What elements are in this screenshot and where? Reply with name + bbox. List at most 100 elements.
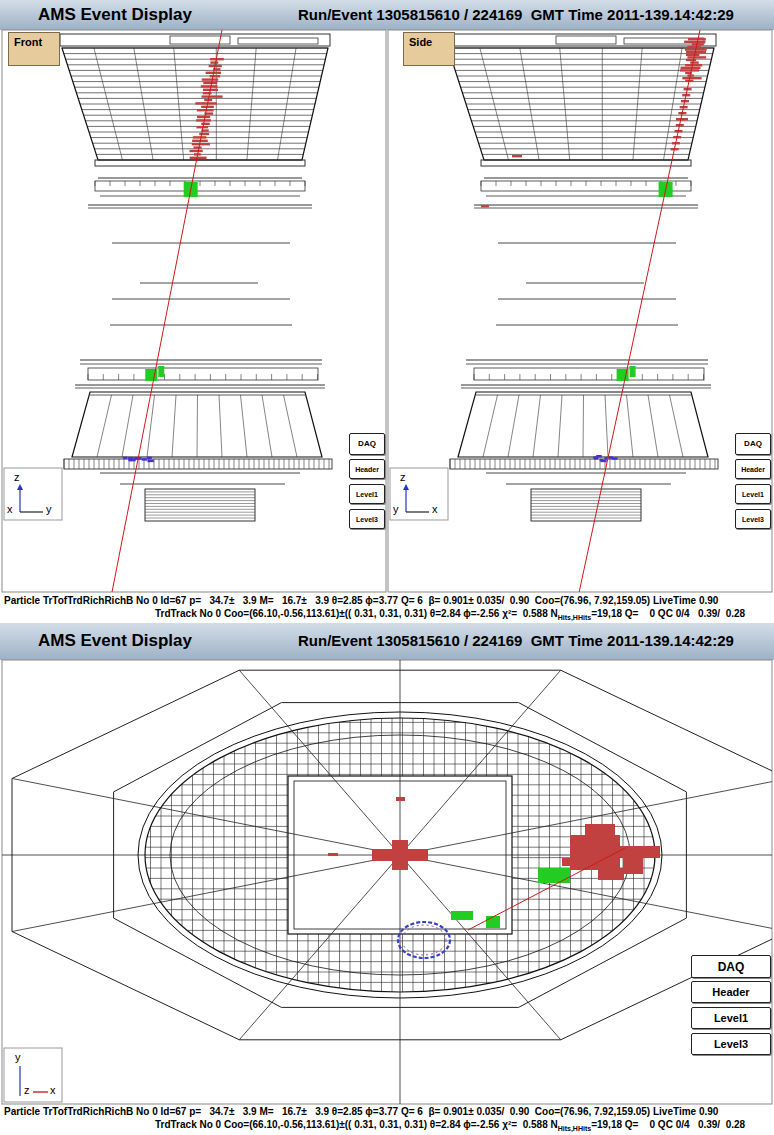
tof-tick <box>230 181 231 186</box>
tof-tick <box>535 374 536 380</box>
button-label: DAQ <box>744 440 762 448</box>
pmt-tick <box>89 459 90 469</box>
radial-line <box>239 670 400 855</box>
tof-line <box>80 359 322 360</box>
menu-button: Header <box>735 459 771 479</box>
trd-layer <box>455 70 709 71</box>
trd-hit <box>688 38 706 40</box>
pmt-tick <box>455 459 456 469</box>
trd-hit <box>585 824 615 836</box>
rich-divider <box>97 395 112 457</box>
menu-button: Level3 <box>349 509 385 529</box>
tof-strip <box>474 368 704 380</box>
rich-divider <box>483 395 498 457</box>
pmt-tick <box>274 459 275 469</box>
pmt-tick <box>309 459 310 469</box>
tof-line <box>461 388 711 389</box>
tof-line <box>75 388 325 389</box>
tof-tick <box>541 181 542 186</box>
tracker-plane <box>498 299 676 300</box>
trd-layer <box>76 92 317 93</box>
side-panel <box>388 30 772 592</box>
radial-line <box>400 670 561 855</box>
rich-ring <box>402 925 446 955</box>
pmt-tick <box>635 459 636 469</box>
info-text: TrdTrack No 0 Coo=(66.10,-0.56,113.61)±(… <box>155 1119 558 1130</box>
pmt-tick <box>470 459 471 469</box>
tracker-plane <box>498 243 676 244</box>
pmt-tick <box>304 459 305 469</box>
menu-button: Level1 <box>691 1007 771 1029</box>
pmt-tick <box>460 459 461 469</box>
pmt-tick <box>710 459 711 469</box>
rich-divider <box>284 395 298 457</box>
trd-hit <box>396 797 405 801</box>
trd-hit <box>210 61 218 63</box>
ecal-layer <box>531 515 641 516</box>
pmt-tick <box>204 459 205 469</box>
top-view-panel <box>2 660 772 1104</box>
tof-tick <box>125 181 126 186</box>
rich-hit <box>147 460 153 463</box>
pmt-tick <box>575 459 576 469</box>
pmt-tick <box>650 459 651 469</box>
tof-hit <box>486 916 500 928</box>
button-label: Header <box>741 466 765 473</box>
axis-box <box>4 1048 62 1102</box>
particle-track <box>468 848 625 930</box>
trd-layer <box>470 115 699 116</box>
trd-layer <box>453 64 710 65</box>
trd-layer <box>64 53 327 54</box>
pmt-tick <box>640 459 641 469</box>
side-view <box>446 30 718 592</box>
tof-tick <box>511 181 512 186</box>
ecal-layer <box>145 494 255 495</box>
trd-frame <box>238 38 318 44</box>
pmt-tick <box>294 459 295 469</box>
pmt-tick <box>670 459 671 469</box>
pmt-tick <box>660 459 661 469</box>
rich-hit <box>594 457 598 460</box>
button-label: Level1 <box>742 491 764 498</box>
axis-line <box>33 1091 48 1092</box>
tof-tick <box>210 374 211 380</box>
tof-tick <box>103 374 104 380</box>
ecal-layer <box>145 491 255 492</box>
trd-hit <box>681 67 701 69</box>
pmt-tick <box>525 459 526 469</box>
trd-divider <box>134 48 153 160</box>
ecal-layer <box>531 512 641 513</box>
tof-tick <box>215 181 216 186</box>
radial-line <box>12 855 400 932</box>
tof-tick <box>611 374 612 380</box>
tof-tick <box>170 181 171 186</box>
pmt-tick <box>289 459 290 469</box>
tof-tick <box>571 181 572 186</box>
rich-hit <box>609 456 613 459</box>
tof-hit <box>158 366 164 377</box>
trd-hit <box>392 840 408 870</box>
axis-line <box>406 511 429 512</box>
trd-layer <box>452 59 712 60</box>
trd-hit <box>197 116 210 118</box>
pmt-tick <box>545 459 546 469</box>
pmt-tick <box>319 459 320 469</box>
tof-line <box>486 196 686 197</box>
tof-tick <box>596 374 597 380</box>
tof-tick <box>256 374 257 380</box>
trd-hit <box>201 123 209 125</box>
info-text: Particle TrTofTrdRichRichB No 0 Id=67 p=… <box>4 1106 718 1117</box>
tof-tick <box>691 181 692 186</box>
ecal-layer <box>145 509 255 510</box>
trd-hit <box>193 146 201 148</box>
pmt-tick <box>695 459 696 469</box>
support-line <box>100 473 300 474</box>
pmt-tick <box>645 459 646 469</box>
trd-divider <box>94 48 123 160</box>
pmt-tick <box>124 459 125 469</box>
tab-label: Side <box>409 37 432 48</box>
tab-label: Front <box>14 37 42 48</box>
trd-layer <box>464 98 702 99</box>
axis-line <box>19 1066 20 1096</box>
trd-layer <box>475 132 695 133</box>
